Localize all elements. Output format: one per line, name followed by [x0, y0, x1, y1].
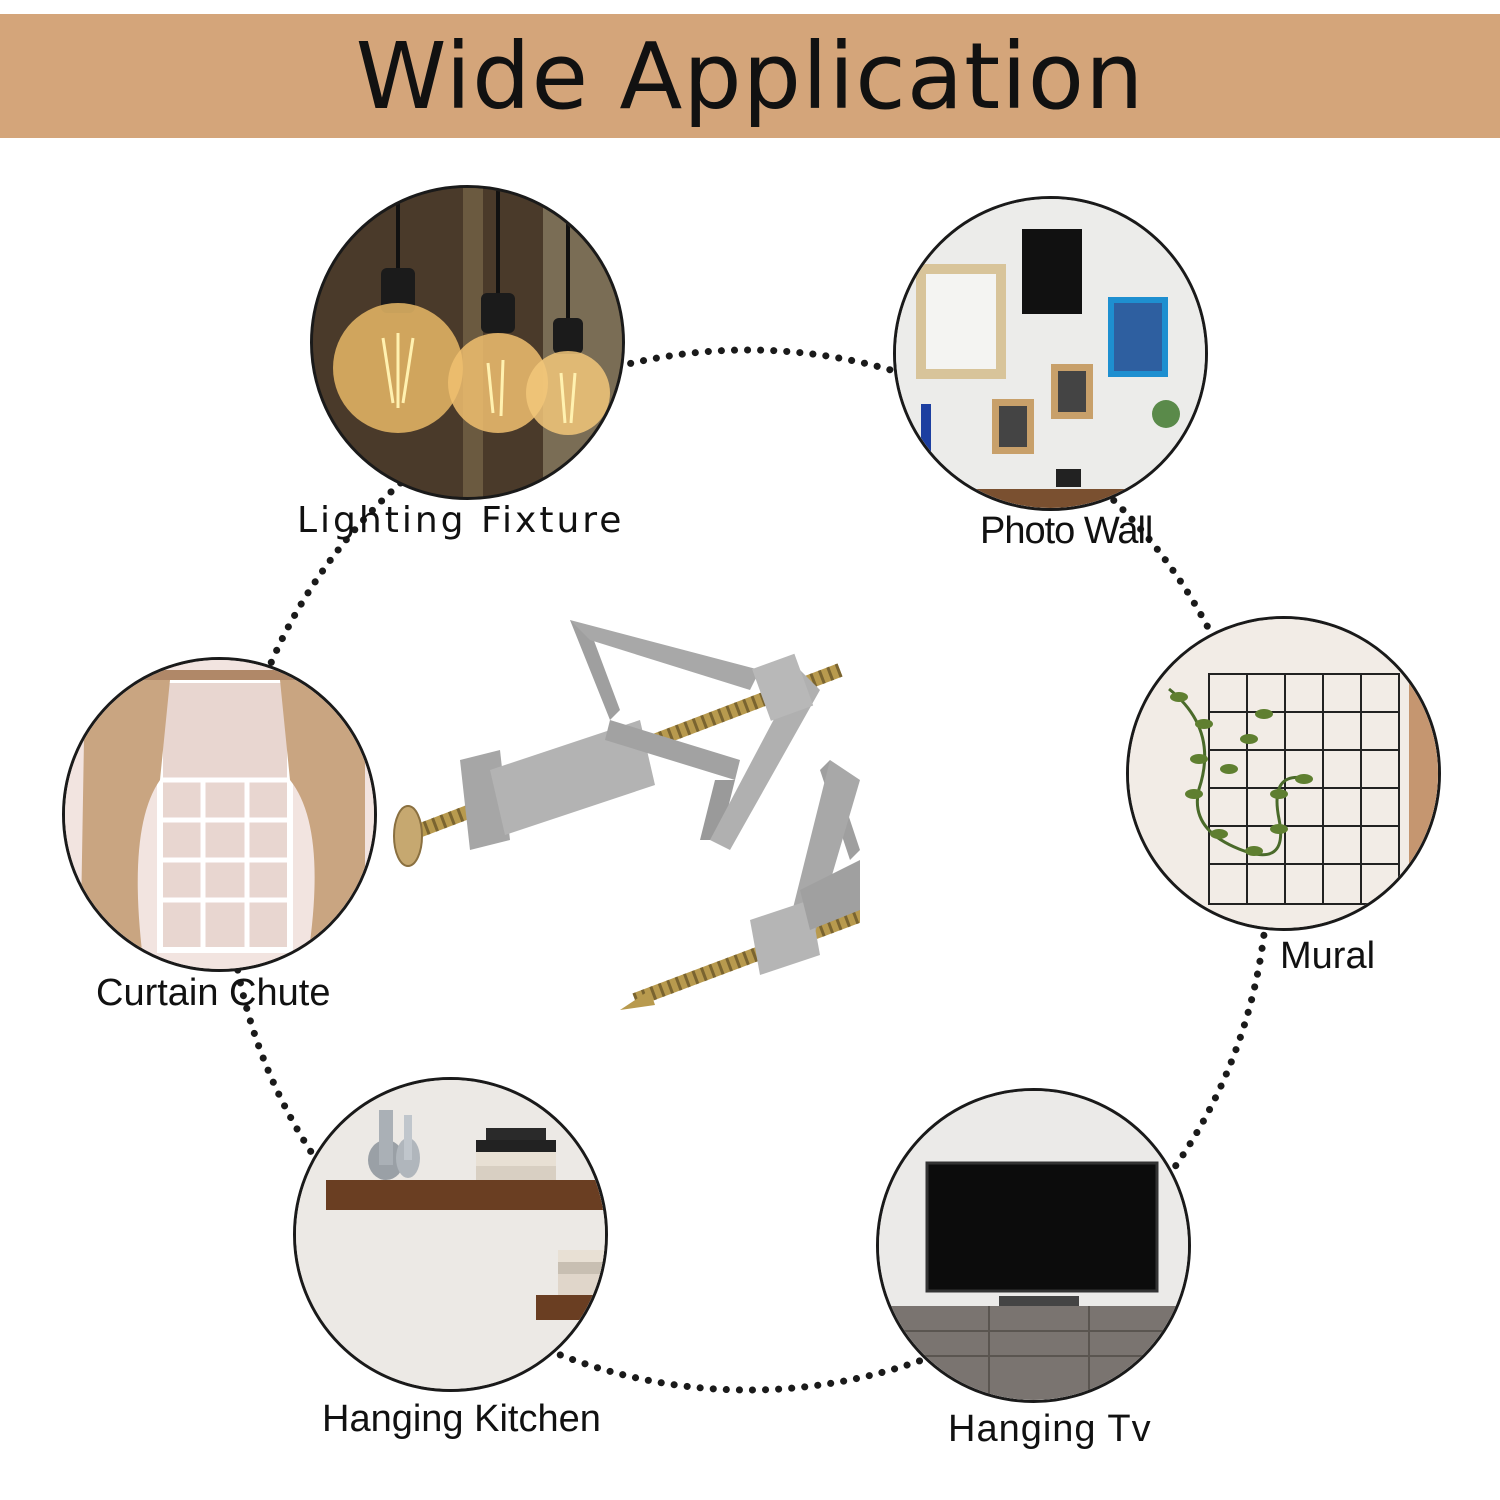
curtain-photo	[62, 657, 377, 972]
application-label: Curtain Chute	[96, 972, 331, 1014]
photo-wall-photo	[893, 196, 1208, 511]
page-title: Wide Application	[355, 22, 1145, 130]
tv-photo	[876, 1088, 1191, 1403]
title-banner: Wide Application	[0, 14, 1500, 138]
application-label: Mural	[1280, 935, 1376, 977]
anchor-1	[393, 620, 843, 867]
application-label: Hanging Kitchen	[322, 1398, 601, 1440]
kitchen-shelf-photo	[293, 1077, 608, 1392]
application-label: Lighting Fixture	[297, 500, 625, 541]
application-label: Photo Wall	[980, 510, 1153, 552]
application-label: Hanging Tv	[948, 1408, 1152, 1450]
hollow-wall-anchor-screw	[393, 620, 860, 1010]
anchor-2	[620, 760, 860, 1010]
mural-photo	[1126, 616, 1441, 931]
lighting-fixture-photo	[310, 185, 625, 500]
